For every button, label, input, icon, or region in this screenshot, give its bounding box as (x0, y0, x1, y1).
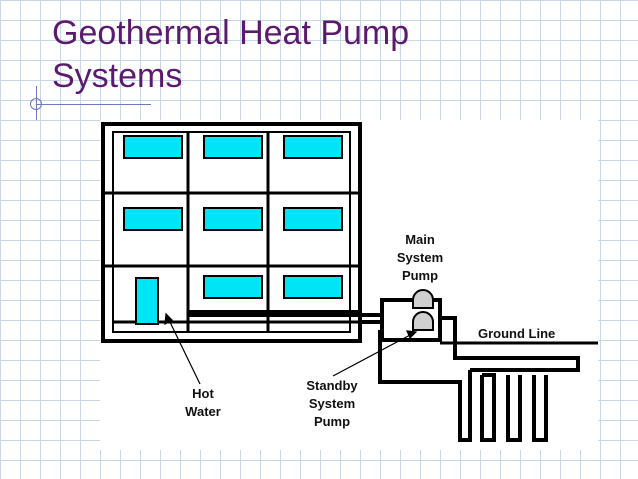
radiator (283, 275, 343, 299)
radiators (123, 135, 343, 325)
title-line-2: Systems (52, 57, 183, 95)
radiator (283, 207, 343, 231)
hot-water-label-1: Hot (192, 386, 214, 401)
callout-arrows (164, 312, 418, 385)
hot-water-tank (135, 277, 159, 325)
standby-pump-label-1: Standby (306, 378, 358, 393)
radiator (283, 135, 343, 159)
standby-pump-label-2: System (309, 396, 355, 411)
standby-pump-label-3: Pump (314, 414, 350, 429)
radiator (203, 135, 263, 159)
house-piping (101, 122, 380, 343)
radiator (203, 207, 263, 231)
title-line-1: Geothermal Heat Pump (52, 14, 410, 52)
slide-title: Geothermal Heat Pump Systems (52, 12, 612, 98)
radiator (203, 275, 263, 299)
decorative-rule (36, 104, 151, 105)
main-pump-label-2: System (397, 250, 443, 265)
ground-loops (378, 316, 580, 442)
main-pump-label-3: Pump (402, 268, 438, 283)
hot-water-label-2: Water (185, 404, 221, 419)
main-pump-label-1: Main (405, 232, 435, 247)
main-system-pump-icon (412, 289, 434, 309)
radiator (123, 135, 183, 159)
radiator (123, 207, 183, 231)
decorative-circle (30, 98, 42, 110)
standby-system-pump-icon (412, 311, 434, 331)
ground-line-label: Ground Line (478, 326, 555, 341)
